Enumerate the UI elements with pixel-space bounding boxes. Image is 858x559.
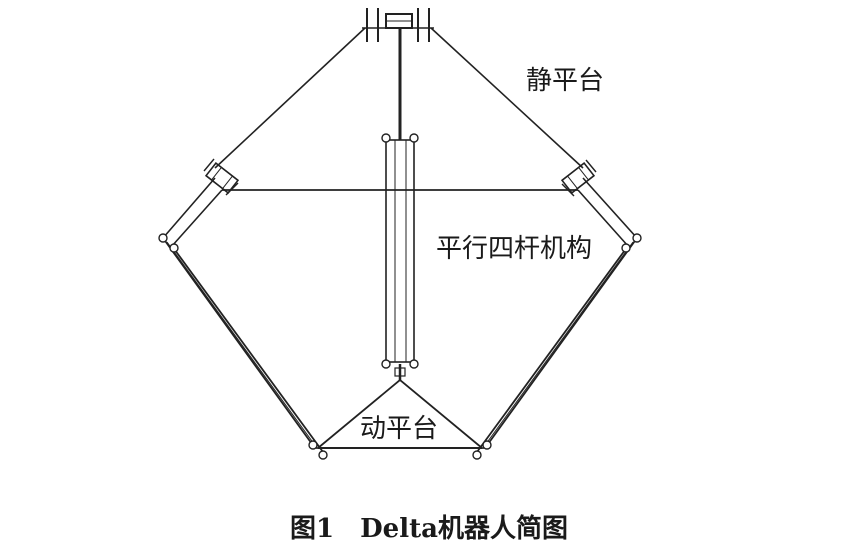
left-upper-link [162, 177, 223, 247]
left-forearm-linkage [158, 233, 328, 460]
static-platform-arms [214, 27, 584, 191]
right-forearm-linkage [472, 233, 642, 460]
figure-caption: 图1 Delta机器人简图 [290, 514, 568, 544]
moving-platform-label: 动平台 [360, 414, 439, 444]
right-motor-block [560, 159, 597, 197]
parallel-linkage-label: 平行四杆机构 [436, 234, 593, 264]
central-parallelogram [381, 133, 419, 380]
moving-platform [315, 378, 485, 449]
top-mount [362, 8, 434, 42]
delta-robot-diagram [158, 8, 642, 460]
left-motor-block [203, 158, 240, 196]
static-platform-label: 静平台 [526, 66, 605, 96]
right-upper-link [577, 177, 638, 247]
